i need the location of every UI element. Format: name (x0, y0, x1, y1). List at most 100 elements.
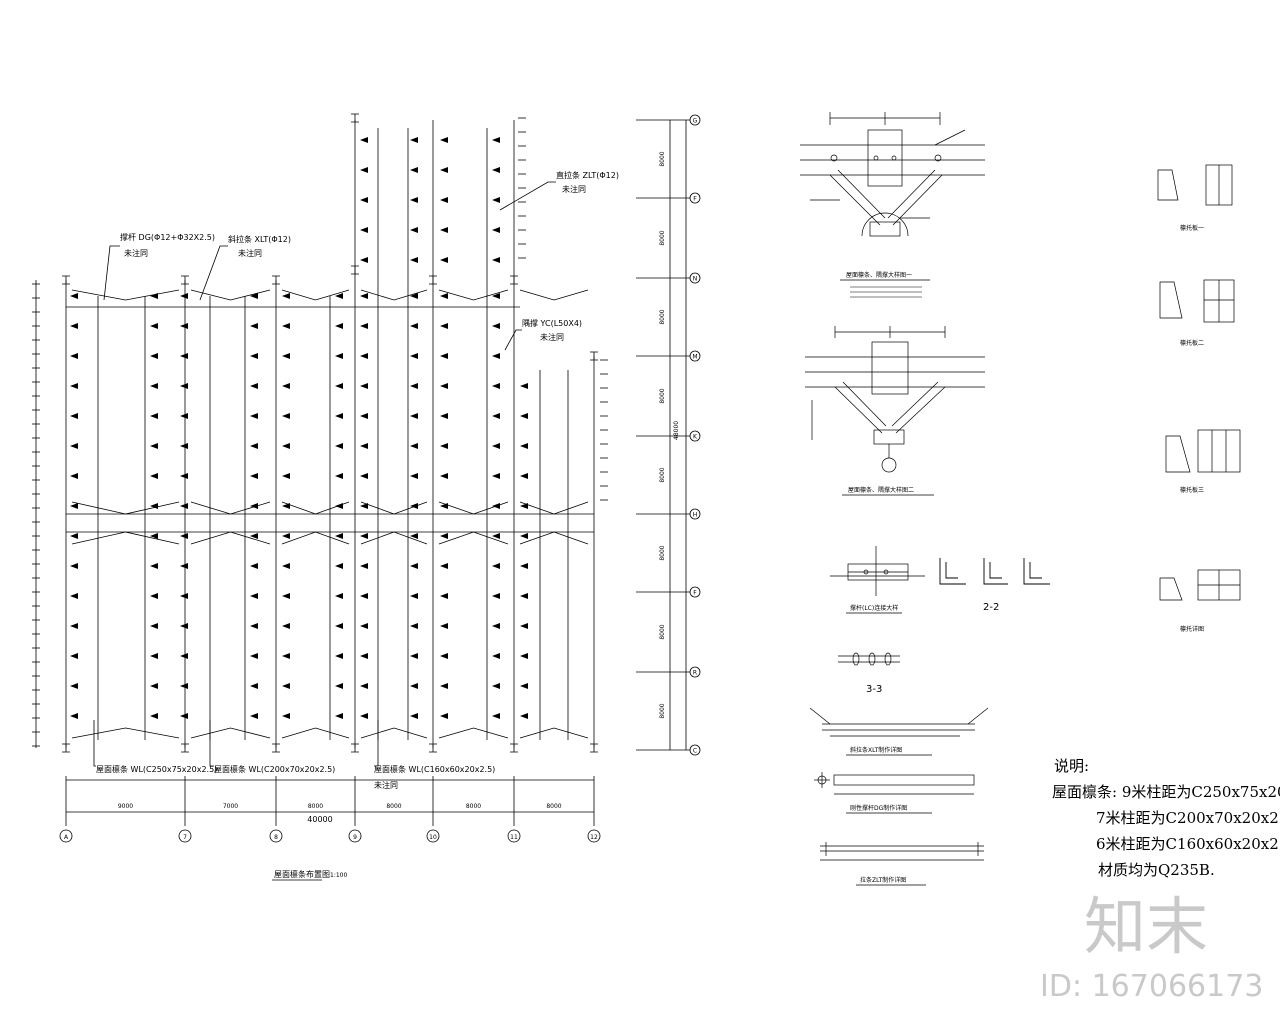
tick-mark (410, 563, 418, 569)
tick-mark (150, 563, 158, 569)
tick-mark (150, 593, 158, 599)
purlin-plan (32, 113, 608, 826)
column-marker (62, 275, 70, 285)
tick-mark (492, 653, 500, 659)
tick-mark (335, 533, 343, 539)
tick-mark (440, 413, 448, 419)
row-axis-bubble (689, 666, 701, 678)
row-axis-label: M (692, 354, 697, 361)
row-axis-label: R (693, 670, 697, 677)
tick-mark (440, 443, 448, 449)
column-axis-bubble (269, 829, 283, 843)
label-brace-dg-sub: 未注同 (124, 248, 148, 258)
tick-mark (150, 353, 158, 359)
tick-mark (360, 293, 368, 299)
column-marker (351, 113, 359, 123)
tick-mark (180, 713, 188, 719)
tick-mark (250, 413, 258, 419)
tick-mark (180, 653, 188, 659)
tick-mark (492, 503, 500, 509)
tick-mark (410, 197, 418, 203)
tick-mark (150, 413, 158, 419)
purlin-ticks (70, 137, 528, 719)
tick-mark (520, 683, 528, 689)
tick-mark (250, 383, 258, 389)
tick-mark (492, 683, 500, 689)
tick-mark (335, 383, 343, 389)
row-dimension-text: 8000 (659, 388, 666, 403)
tick-mark (282, 653, 290, 659)
column-marker (590, 351, 598, 361)
tick-mark (492, 293, 500, 299)
tick-mark (360, 167, 368, 173)
tick-mark (150, 713, 158, 719)
tick-mark (335, 563, 343, 569)
tick-mark (410, 167, 418, 173)
row-axis-bubble (689, 114, 701, 126)
tick-mark (250, 623, 258, 629)
label-tie-zlt-sub: 未注同 (562, 184, 586, 194)
tick-mark (360, 713, 368, 719)
tick-mark (335, 473, 343, 479)
tick-mark (410, 413, 418, 419)
tick-mark (282, 353, 290, 359)
row-axis-label: N (693, 276, 698, 283)
tick-mark (520, 563, 528, 569)
tick-mark (250, 683, 258, 689)
section-3-3 (838, 652, 900, 666)
row-axis-bubble (689, 744, 701, 756)
detail-xlt (809, 707, 989, 737)
tick-mark (282, 503, 290, 509)
tick-mark (282, 443, 290, 449)
brace-line (519, 501, 589, 515)
tick-mark (492, 713, 500, 719)
leader-line (103, 245, 120, 301)
tick-mark (150, 533, 158, 539)
tick-mark (410, 713, 418, 719)
tick-mark (150, 323, 158, 329)
tick-mark (360, 323, 368, 329)
tick-mark (520, 503, 528, 509)
tick-mark (440, 383, 448, 389)
tick-mark (180, 383, 188, 389)
tick-mark (440, 593, 448, 599)
column-marker (429, 275, 437, 285)
tick-mark (440, 713, 448, 719)
tick-mark (492, 197, 500, 203)
tick-mark (335, 593, 343, 599)
detail-node-2-title: 屋面檩条、隅撑大样图二 (848, 486, 914, 494)
tick-mark (335, 503, 343, 509)
column-axis-bubble (59, 829, 73, 843)
tick-mark (520, 623, 528, 629)
tick-mark (440, 353, 448, 359)
brace-line (360, 727, 428, 739)
tick-mark (410, 323, 418, 329)
bay-dimension-text: 7000 (223, 803, 238, 810)
leader-line (209, 720, 214, 767)
notes-line-1: 屋面檩条: 9米柱距为C250x75x20x2.5 (1052, 783, 1280, 801)
tick-mark (180, 503, 188, 509)
column-axis-label: 11 (510, 834, 518, 841)
tick-mark (360, 473, 368, 479)
tick-mark (520, 713, 528, 719)
tick-mark (440, 323, 448, 329)
column-marker (590, 743, 598, 753)
tick-mark (520, 593, 528, 599)
detail-xlt-title: 斜拉条XLT制作详图 (850, 746, 902, 754)
tick-mark (250, 713, 258, 719)
brace-line (519, 727, 589, 739)
brace-line (519, 289, 589, 301)
tick-mark (250, 593, 258, 599)
column-marker (62, 743, 70, 753)
tick-mark (335, 683, 343, 689)
row-dimension-text: 8000 (659, 703, 666, 718)
column-axis-bubble (426, 829, 440, 843)
column-axis-label: 8 (274, 834, 278, 841)
support-plate-3-title: 檩托板三 (1180, 486, 1204, 494)
column-axis-bubble (507, 829, 521, 843)
plan-title: 屋面檩条布置图 (274, 869, 330, 879)
tick-mark (250, 653, 258, 659)
support-plates (1157, 164, 1241, 601)
tick-mark (492, 443, 500, 449)
brace-line (281, 727, 350, 739)
